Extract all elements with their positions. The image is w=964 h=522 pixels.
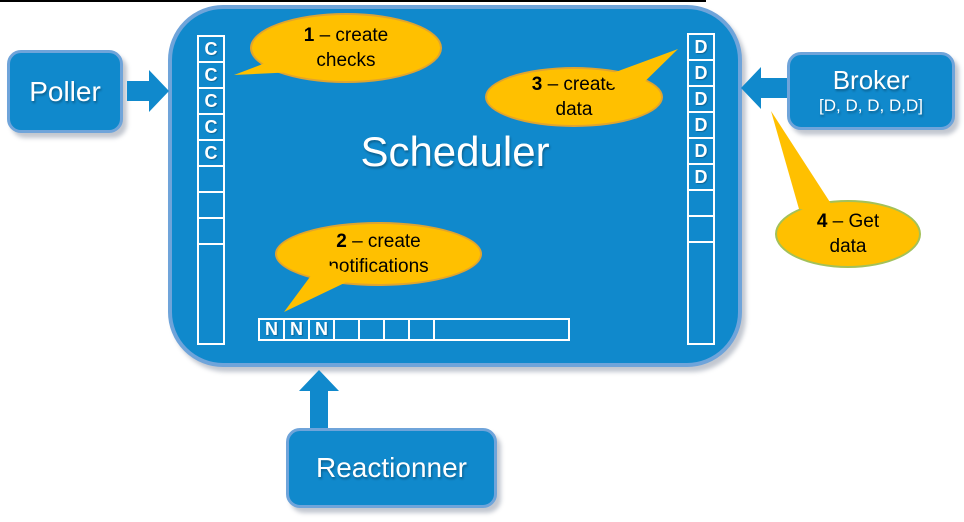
data-queue-cell: D [687,59,715,87]
callout-line1: 3 – create [531,74,617,95]
checks-queue-cell: C [197,113,225,141]
broker-sublabel: [D, D, D, D,D] [819,96,923,115]
checks-queue-cell: C [197,61,225,89]
poller-label: Poller [29,75,101,107]
callout-create-checks: 1 – create checks [250,13,442,83]
broker-to-scheduler-arrow [741,67,787,109]
reactionner-node: Reactionner [286,428,497,508]
notifications-queue-cell [383,318,410,341]
callout-line1: 1 – create [303,25,389,46]
reactionner-label: Reactionner [316,452,467,483]
notifications-queue-cell: N [308,318,335,341]
notifications-queue-cell: N [258,318,285,341]
checks-queue-cell [197,243,225,345]
callout-get-data: 4 – Get data [775,200,921,268]
scheduler-title: Scheduler [360,128,550,175]
data-queue-cell: D [687,163,715,191]
reactionner-to-scheduler-arrow [299,370,339,428]
top-edge-line [0,0,706,2]
poller-to-scheduler-arrow [127,70,169,112]
poller-node: Poller [7,50,123,133]
scheduler-box [168,5,742,367]
checks-queue-cell [197,165,225,193]
callout-line1: 2 – create [336,231,421,252]
checks-queue-cell: C [197,35,225,63]
notifications-queue-cell [433,318,570,341]
callout-line2: checks [316,50,376,71]
data-queue-cell: D [687,137,715,165]
broker-node: Broker [D, D, D, D,D] [787,52,955,130]
data-queue-cell [687,215,715,243]
notifications-queue-cell [333,318,360,341]
data-queue-cell: D [687,85,715,113]
notifications-queue-cell [358,318,385,341]
callout-line2: notifications [328,256,429,277]
broker-label: Broker [832,65,910,95]
data-queue-cell: D [687,33,715,61]
notifications-queue-cell: N [283,318,310,341]
callout-create-data: 3 – create data [485,67,663,127]
callout-line2: data [555,99,593,120]
checks-queue-cell [197,217,225,245]
data-queue-cell [687,189,715,217]
callout-line1: 4 – Get [816,211,880,232]
data-queue-cell [687,241,715,345]
notifications-queue-cell [408,318,435,341]
checks-queue-cell: C [197,87,225,115]
data-queue-cell: D [687,111,715,139]
callout-line2: data [829,236,867,257]
callout-create-notifications: 2 – create notifications [275,222,482,286]
checks-queue-cell [197,191,225,219]
checks-queue-cell: C [197,139,225,167]
